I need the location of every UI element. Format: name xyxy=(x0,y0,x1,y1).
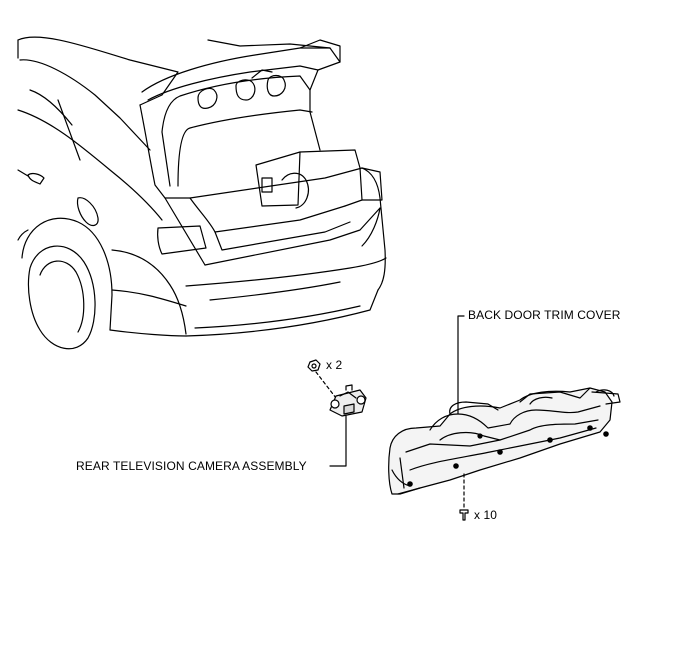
clip-quantity-label: x 10 xyxy=(474,508,498,522)
camera-assembly-part xyxy=(307,359,367,467)
nut-quantity-label: x 2 xyxy=(326,358,343,372)
camera-label: REAR TELEVISION CAMERA ASSEMBLY xyxy=(76,459,307,473)
trim-cover-part xyxy=(388,315,621,521)
clip-icon xyxy=(459,509,469,521)
car-illustration xyxy=(17,36,387,350)
trim-cover-label: BACK DOOR TRIM COVER xyxy=(468,308,621,322)
nut-icon xyxy=(307,359,321,372)
